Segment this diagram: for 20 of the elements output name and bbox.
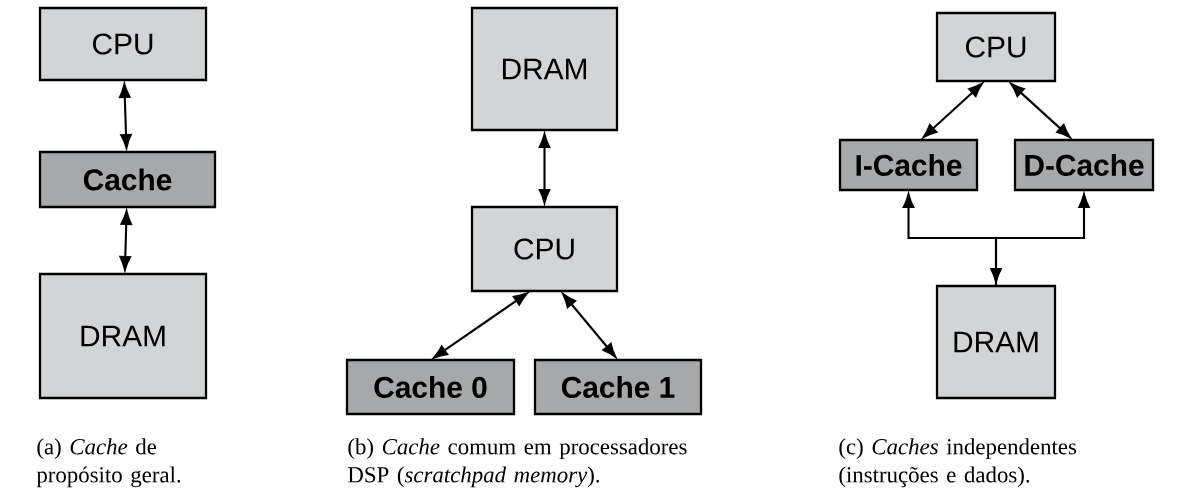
cache-box: I-Cache [838,138,979,192]
component-box: CPU [470,205,619,293]
arrow [922,82,983,138]
component-box: CPU [38,6,208,82]
arrow [1010,82,1071,139]
arrow [562,293,617,358]
caption: (b) Cache comum em processadores DSP (scratchpad memory). [348,438,687,488]
cache-box: Cache 0 [345,358,516,416]
component-box: DRAM [470,6,619,132]
arrow [119,210,132,271]
cache-box: Cache [38,150,217,209]
arrow [994,193,1090,286]
cache-box: D-Cache [1013,138,1155,192]
caption: (c) Caches independentes (instruções e dados). [839,438,1077,488]
caption: (a) Cache de propósito geral. [36,438,181,488]
component-box: DRAM [38,272,208,400]
arrow [433,292,528,359]
cache-box: Cache 1 [533,358,703,416]
component-box: CPU [935,11,1057,83]
component-box: DRAM [935,284,1057,400]
